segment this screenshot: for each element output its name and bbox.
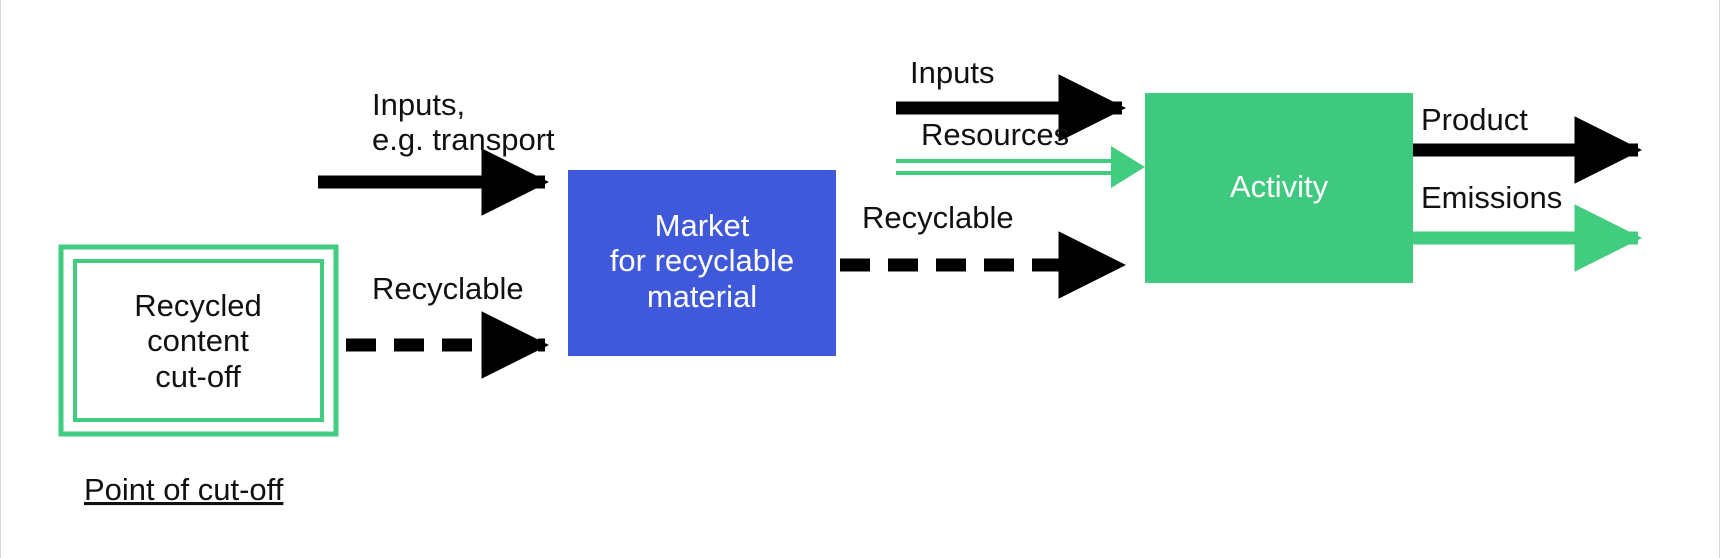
flow-resources-label: Resources <box>921 117 1069 152</box>
flow-product: Product <box>1413 102 1643 184</box>
cutoff-box-inner-border <box>73 259 324 422</box>
flow-inputs-activity: Inputs <box>896 55 1127 142</box>
flow-inputs-activity-label: Inputs <box>910 55 994 90</box>
market-box-line-3: material <box>647 279 757 314</box>
cutoff-box-outer-border <box>58 244 339 437</box>
flow-inputs-transport-label-line-1: Inputs, <box>372 87 465 122</box>
flow-product-label: Product <box>1421 102 1528 137</box>
point-of-cutoff-label: Point of cut-off <box>84 472 284 507</box>
flow-recyclable-to-activity: Recyclable <box>840 200 1127 299</box>
flow-emissions-label: Emissions <box>1421 180 1562 215</box>
activity-box-label: Activity <box>1230 169 1329 204</box>
flow-recyclable-to-activity-label: Recyclable <box>862 200 1014 235</box>
cutoff-box-line-3: cut-off <box>155 359 241 394</box>
node-recycled-content-cutoff[interactable]: Recycled content cut-off <box>58 244 339 437</box>
flow-recyclable-from-cutoff: Recyclable <box>346 271 550 379</box>
market-box-fill <box>568 170 836 356</box>
market-box-line-2: for recyclable <box>610 243 794 278</box>
flow-resources-arrowhead <box>1111 146 1145 188</box>
flow-inputs-transport: Inputs, e.g. transport <box>318 87 555 216</box>
flow-recyclable-from-cutoff-label: Recyclable <box>372 271 524 306</box>
cutoff-box-line-1: Recycled <box>134 288 262 323</box>
node-activity[interactable]: Activity <box>1145 93 1413 283</box>
market-box-line-1: Market <box>655 208 750 243</box>
flow-inputs-transport-label-line-2: e.g. transport <box>372 122 555 157</box>
canvas-left-border <box>0 0 1 558</box>
flow-resources: Resources <box>896 117 1145 188</box>
node-market-for-recyclable-material[interactable]: Market for recyclable material <box>568 170 836 356</box>
cutoff-box-line-2: content <box>147 323 249 358</box>
flow-emissions: Emissions <box>1413 180 1643 272</box>
activity-box-fill <box>1145 93 1413 283</box>
